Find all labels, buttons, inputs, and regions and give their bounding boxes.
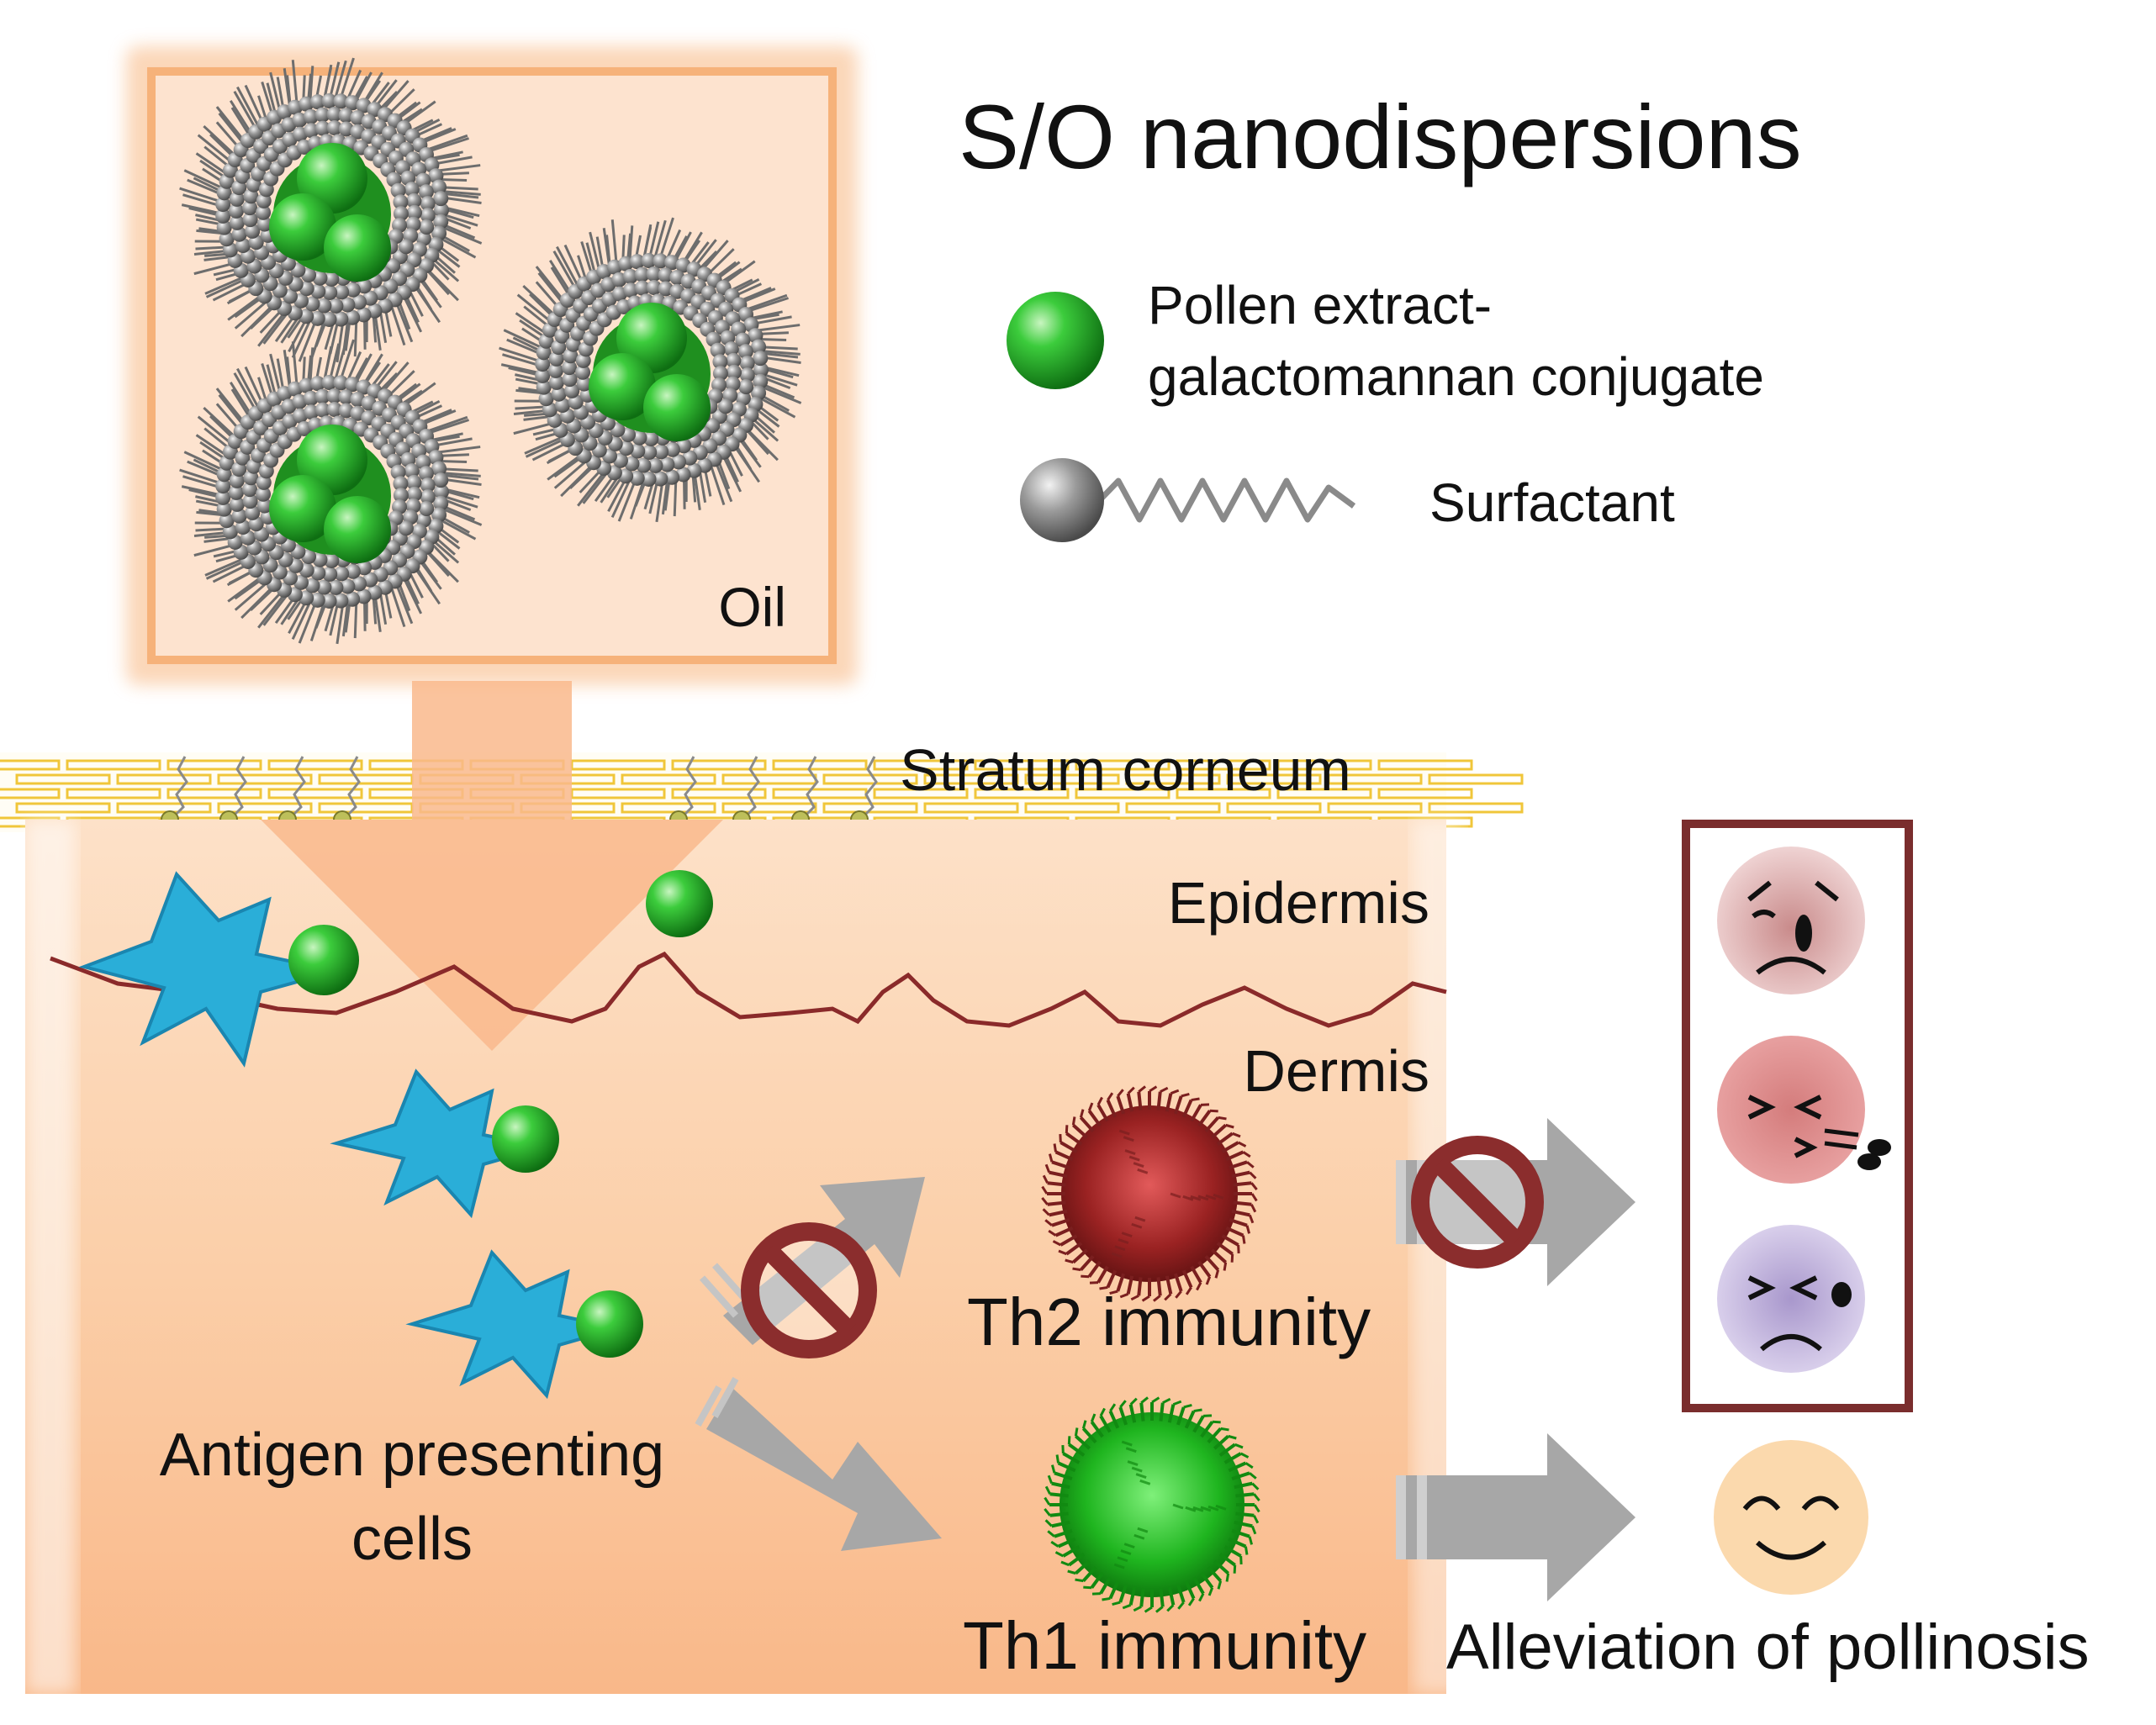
pollen-conjugate-sphere-icon: [1007, 292, 1104, 389]
prohibition-sign-icon: [750, 1232, 868, 1349]
teary-face-icon: [1717, 1225, 1865, 1373]
apc-label-line2: cells: [351, 1506, 473, 1573]
sad-face-icon: [1717, 847, 1865, 994]
legend-surfactant: Surfactant: [1429, 472, 1675, 533]
prohibition-sign-icon: [1420, 1145, 1535, 1259]
th2-label: Th2 immunity: [967, 1285, 1371, 1359]
epidermis-label: Epidermis: [1168, 870, 1429, 936]
apc-label-line1: Antigen presenting: [160, 1422, 664, 1489]
pollen-conjugate-sphere-icon: [288, 925, 359, 995]
pollen-conjugate-sphere-icon: [492, 1105, 559, 1173]
pollen-conjugate-sphere-icon: [646, 870, 713, 937]
legend-conjugate-line1: Pollen extract-: [1148, 275, 1492, 335]
happy-face-icon: [1714, 1440, 1868, 1595]
oil-label: Oil: [718, 576, 786, 638]
surfactant-molecule-icon: [1020, 458, 1354, 542]
legend-conjugate-line2: galactomannan conjugate: [1148, 346, 1764, 407]
th1-label: Th1 immunity: [963, 1608, 1366, 1683]
pollen-conjugate-sphere-icon: [576, 1290, 643, 1358]
dermis-label: Dermis: [1243, 1038, 1429, 1104]
figure-title: S/O nanodispersions: [959, 86, 1802, 187]
stratum-corneum-label: Stratum corneum: [900, 737, 1351, 803]
th2-cell: [1042, 1086, 1256, 1300]
outcome-label: Alleviation of pollinosis: [1446, 1612, 2090, 1683]
skin-edge-fade: [25, 820, 76, 1694]
th1-cell: [1044, 1397, 1259, 1612]
